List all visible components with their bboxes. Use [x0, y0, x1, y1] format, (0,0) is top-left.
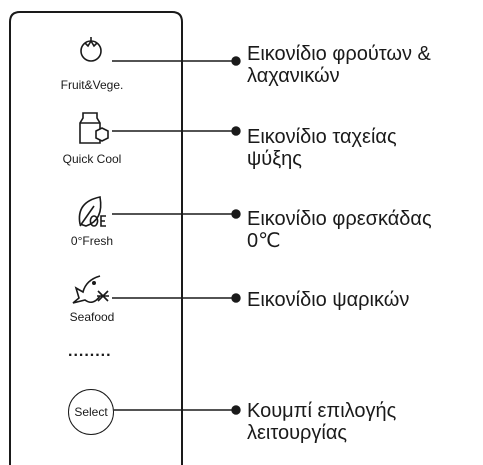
panel-border: [9, 11, 183, 465]
callout-zero-fresh: Εικονίδιο φρεσκάδας 0℃: [247, 208, 432, 252]
callout-select-line2: λειτουργίας: [247, 422, 348, 444]
leader-dot-seafood: [231, 293, 241, 303]
callout-quick-cool-line1: Εικονίδιο ταχείας: [247, 126, 397, 148]
callout-quick-cool-line2: ψύξης: [247, 148, 302, 170]
select-button[interactable]: Select: [68, 389, 114, 435]
label-quick-cool: Quick Cool: [62, 152, 122, 166]
callout-zero-fresh-line2: 0℃: [247, 230, 281, 252]
more-indicator: ........: [68, 343, 112, 360]
label-seafood: Seafood: [69, 310, 115, 324]
callout-seafood-line1: Εικονίδιο ψαρικών: [247, 289, 410, 311]
label-zero-fresh: 0°Fresh: [70, 234, 114, 248]
leader-dot-fresh: [231, 209, 241, 219]
callout-quick-cool: Εικονίδιο ταχείας ψύξης: [247, 126, 397, 170]
leaf-zero-icon: [78, 196, 106, 227]
callout-select-line1: Κουμπί επιλογής: [247, 400, 397, 422]
label-fruit-vege: Fruit&Vege.: [60, 78, 124, 92]
tomato-icon: [80, 37, 102, 62]
fish-snowflake-icon: [72, 275, 109, 304]
callout-fruit-vege: Εικονίδιο φρούτων & λαχανικών: [247, 43, 431, 87]
callout-fruit-vege-line1: Εικονίδιο φρούτων &: [247, 43, 431, 65]
callout-select: Κουμπί επιλογής λειτουργίας: [247, 400, 396, 444]
leader-lines: [112, 56, 241, 415]
callout-fruit-vege-line2: λαχανικών: [247, 65, 340, 87]
callout-seafood: Εικονίδιο ψαρικών: [247, 289, 409, 311]
leader-dot-quickcool: [231, 126, 241, 136]
leader-dot-fruit: [231, 56, 241, 66]
milk-carton-icon: [79, 112, 109, 144]
callout-zero-fresh-line1: Εικονίδιο φρεσκάδας: [247, 208, 432, 230]
leader-dot-select: [231, 405, 241, 415]
